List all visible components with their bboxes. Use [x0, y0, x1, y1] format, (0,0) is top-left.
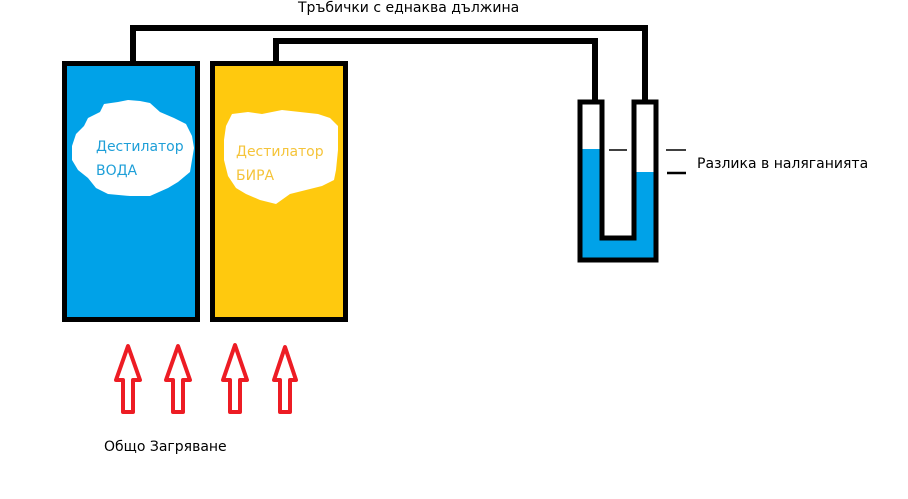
water-tank-label-line1: Дестилатор	[96, 139, 184, 155]
heating-arrows	[114, 343, 298, 414]
manometer-vessel	[577, 99, 659, 263]
water-tank-label-line2: ВОДА	[96, 163, 138, 179]
beer-tank-label-cloud	[224, 110, 338, 204]
beer-tank-label-line1: Дестилатор	[236, 144, 324, 160]
u-tube-manometer	[577, 99, 686, 263]
water-tank: Дестилатор ВОДА	[62, 61, 200, 322]
pressure-difference-label: Разлика в наляганията	[697, 156, 868, 172]
tubes-title: Тръбички с еднаква дължина	[297, 0, 519, 16]
manometer-liquid-right	[634, 172, 654, 259]
water-tank-label-cloud	[72, 100, 194, 196]
manometer-liquid-left	[582, 149, 602, 259]
heat-arrow-3	[221, 343, 249, 414]
heat-arrow-1	[114, 344, 142, 414]
manometer-liquid-bottom	[582, 240, 654, 259]
heat-arrow-4	[272, 345, 298, 414]
outer-tube	[130, 25, 648, 101]
beer-tank: Дестилатор БИРА	[210, 61, 348, 322]
heating-label: Общо Загряване	[104, 439, 227, 455]
beer-tank-label-line2: БИРА	[236, 168, 275, 184]
inner-tube	[273, 38, 598, 101]
heat-arrow-2	[164, 344, 192, 414]
